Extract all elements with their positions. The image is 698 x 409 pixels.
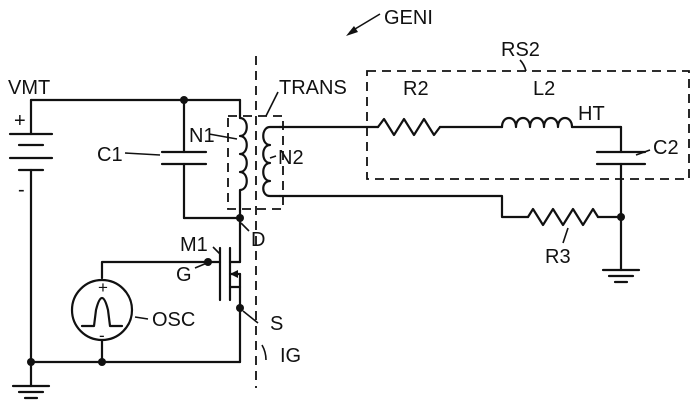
ground-symbol-right (603, 270, 639, 282)
c1-label: C1 (97, 144, 123, 166)
battery-plus-label: + (14, 110, 26, 132)
l2-label: L2 (533, 78, 555, 100)
ig-label: IG (280, 345, 301, 367)
c1-leader (125, 153, 160, 155)
junction-dot (204, 258, 212, 266)
resistor-r3 (528, 209, 598, 225)
ig-leader (262, 345, 266, 360)
r3-leader (563, 228, 568, 243)
secondary-bottom-wire (280, 196, 528, 217)
inductor-l2 (502, 118, 572, 127)
osc-minus-label: - (99, 326, 105, 345)
ht-label: HT (578, 103, 605, 125)
geni-label: GENI (384, 7, 433, 29)
r2-label: R2 (403, 78, 429, 100)
rs2-label: RS2 (501, 39, 540, 61)
battery-vmt (10, 100, 52, 362)
s-label: S (270, 313, 283, 335)
osc-plus-label: + (98, 278, 108, 297)
junction-dot (617, 213, 625, 221)
battery-minus-label: - (18, 179, 25, 201)
rs2-leader (520, 60, 526, 71)
r3-label: R3 (545, 246, 571, 268)
n2-label: N2 (278, 147, 304, 169)
n2-leader (270, 156, 276, 158)
m1-label: M1 (180, 234, 208, 256)
geni-arrow (346, 14, 380, 36)
junction-dot (236, 304, 244, 312)
c2-label: C2 (653, 137, 679, 159)
d-label: D (251, 229, 265, 251)
n1-label: N1 (189, 125, 215, 147)
g-leader (195, 263, 207, 268)
capacitor-c2 (597, 127, 645, 270)
g-label: G (176, 264, 192, 286)
d-leader (241, 223, 249, 231)
vmt-label: VMT (8, 77, 50, 99)
primary-coil-n1 (240, 118, 247, 262)
resistor-r2 (378, 119, 440, 135)
trans-label: TRANS (279, 77, 347, 99)
ground-symbol-left (13, 386, 49, 398)
osc-leader (135, 317, 148, 319)
osc-label: OSC (152, 309, 195, 331)
junction-dot (236, 214, 244, 222)
mosfet-m1 (220, 248, 240, 362)
trans-leader (266, 92, 278, 116)
